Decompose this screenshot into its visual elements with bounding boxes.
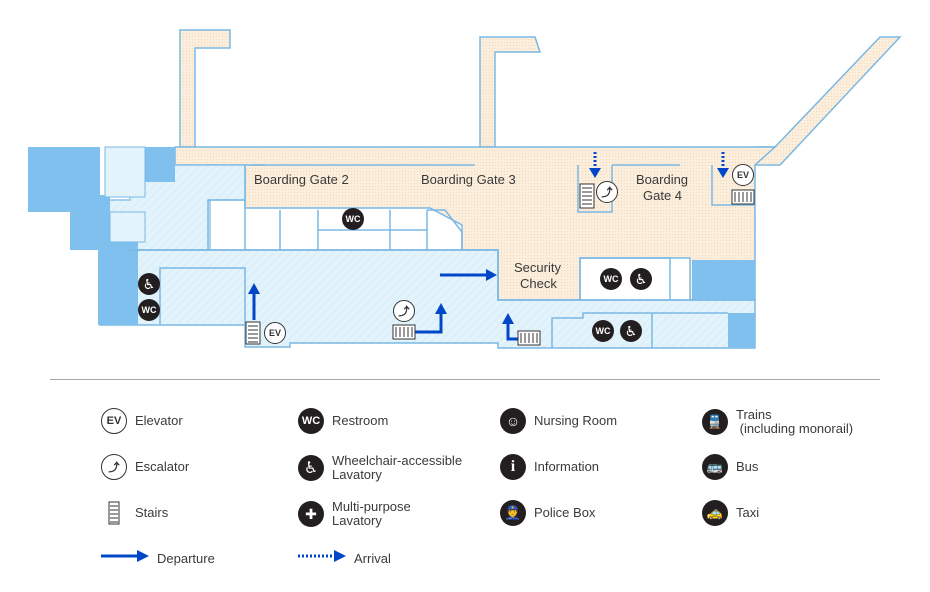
- arrival-arrow-icon: [298, 549, 346, 568]
- escalator-icon[interactable]: ⤴: [596, 181, 618, 203]
- wheelchair-icon[interactable]: ♿: [630, 268, 652, 290]
- pier-right: [754, 36, 902, 166]
- pier-middle: [479, 36, 542, 148]
- legend-trains: 🚆 Trains (including monorail): [702, 408, 853, 436]
- wheelchair-icon[interactable]: ♿: [620, 320, 642, 342]
- security-label-1: Security: [514, 260, 561, 275]
- restroom-icon[interactable]: WC: [138, 299, 160, 321]
- escalator-icon[interactable]: ⤴: [393, 300, 415, 322]
- stairs-icon: [245, 183, 755, 346]
- taxi-icon: 🚕: [702, 500, 728, 526]
- restroom-icon: WC: [298, 408, 324, 434]
- legend-label: Multi-purpose: [332, 499, 411, 514]
- elevator-icon[interactable]: EV: [264, 322, 286, 344]
- legend-taxi: 🚕 Taxi: [702, 500, 759, 526]
- floor-map: [28, 29, 902, 349]
- legend-label: Wheelchair-accessible: [332, 453, 463, 468]
- multipurpose-lavatory-icon: ✚: [298, 501, 324, 527]
- legend-label-2: Lavatory: [332, 513, 382, 528]
- restroom-icon[interactable]: WC: [342, 208, 364, 230]
- stairs-icon: [101, 500, 127, 526]
- train-icon: 🚆: [702, 409, 728, 435]
- departure-routes: [248, 269, 518, 341]
- legend-label: Departure: [157, 550, 215, 566]
- security-label-2: Check: [520, 276, 557, 291]
- restroom-icon[interactable]: WC: [600, 268, 622, 290]
- nursing-room-icon: ☺: [500, 408, 526, 434]
- wheelchair-icon: ♿: [298, 455, 324, 481]
- legend-label: Arrival: [354, 550, 391, 566]
- room-walls: [127, 164, 755, 348]
- legend-label: Police Box: [534, 505, 596, 520]
- legend-label: Elevator: [135, 413, 183, 428]
- legend-label: Escalator: [135, 459, 190, 474]
- police-box-icon: 👮: [500, 500, 526, 526]
- legend-label: Restroom: [332, 413, 389, 428]
- legend-nursing: ☺ Nursing Room: [500, 408, 617, 434]
- wheelchair-icon[interactable]: ♿: [138, 273, 160, 295]
- gate4-label-2: Gate 4: [643, 188, 683, 203]
- legend-departure: Departure: [101, 549, 215, 568]
- gate3-label: Boarding Gate 3: [421, 172, 516, 187]
- legend-bus: 🚌 Bus: [702, 454, 758, 480]
- legend-label-2: Lavatory: [332, 467, 382, 482]
- elevator-icon: EV: [101, 408, 127, 434]
- legend-label: Stairs: [135, 505, 169, 520]
- legend-information: i Information: [500, 454, 599, 480]
- legend-police: 👮 Police Box: [500, 500, 595, 526]
- elevator-icon[interactable]: EV: [732, 164, 754, 186]
- information-icon: i: [500, 454, 526, 480]
- legend-stairs: Stairs: [101, 500, 168, 526]
- legend-label: Nursing Room: [534, 413, 618, 428]
- escalator-icon: ⤴: [101, 454, 127, 480]
- legend-escalator: ⤴ Escalator: [101, 454, 189, 480]
- restricted-zones: [28, 146, 755, 348]
- legend-divider: [50, 379, 880, 380]
- legend-label: Trains: [736, 407, 772, 422]
- legend-label-2: (including monorail): [736, 421, 854, 436]
- bus-icon: 🚌: [702, 454, 728, 480]
- legend-label: Information: [534, 459, 600, 474]
- legend-elevator: EV Elevator: [101, 408, 183, 434]
- legend-arrival: Arrival: [298, 549, 391, 568]
- arrival-routes: [589, 152, 729, 178]
- legend-label: Taxi: [736, 505, 760, 520]
- departure-arrow-icon: [101, 549, 149, 568]
- legend-label: Bus: [736, 459, 759, 474]
- gate4-label-1: Boarding: [636, 172, 689, 187]
- gate2-label: Boarding Gate 2: [254, 172, 349, 187]
- restroom-icon[interactable]: WC: [592, 320, 614, 342]
- pier-left: [179, 29, 231, 148]
- legend-restroom: WC Restroom: [298, 408, 388, 434]
